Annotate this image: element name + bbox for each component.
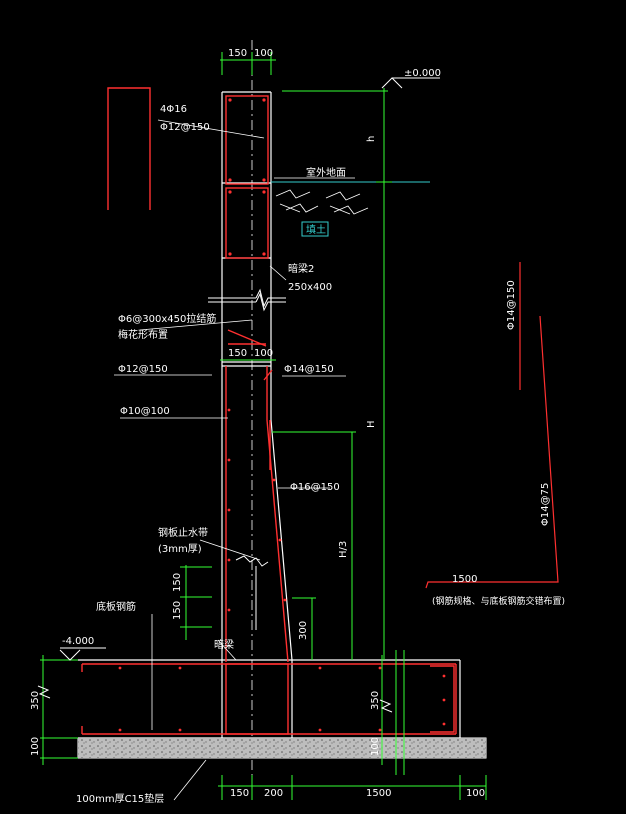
bottom-dim-100: 100 xyxy=(466,788,485,799)
tie-bar-1: Φ6@300x450拉结筋 xyxy=(118,312,216,325)
rebar-lines xyxy=(81,87,457,735)
dark-beam-2: 250x400 xyxy=(288,282,332,293)
dim-300: 300 xyxy=(298,621,309,640)
elevation-bottom: -4.000 xyxy=(62,636,94,647)
waterstop-1: 钢板止水带 xyxy=(158,526,208,539)
rebar-right-upper: Φ14@150 xyxy=(284,364,334,375)
labels-group: 150 100 ±0.000 4Φ16 Φ12@150 室外地面 填土 暗梁2 … xyxy=(30,48,565,805)
tie-bar-2: 梅花形布置 xyxy=(118,328,168,341)
hidden-beam-label: 暗梁 xyxy=(214,638,234,651)
side-dim-1500: 1500 xyxy=(452,574,477,585)
dim-H3: H/3 xyxy=(338,541,349,558)
bottom-dim-1500: 1500 xyxy=(366,788,391,799)
top-dim-right: 100 xyxy=(254,48,273,59)
concrete-cushion xyxy=(77,737,487,759)
cushion-label: 100mm厚C15垫层 xyxy=(76,792,164,805)
floor-rebar-label: 底板钢筋 xyxy=(96,600,136,613)
dim-350-left: 350 xyxy=(30,691,41,710)
leader-lines xyxy=(114,119,355,801)
dim-h: h xyxy=(366,136,377,142)
rebar-left-upper: Φ12@150 xyxy=(118,364,168,375)
rebar-right-mid: Φ16@150 xyxy=(290,482,340,493)
dim-100-right: 100 xyxy=(370,737,381,756)
dimension-lines xyxy=(40,52,487,800)
bottom-dim-200: 200 xyxy=(264,788,283,799)
dim-150-a: 150 xyxy=(172,573,183,592)
dim-350-right: 350 xyxy=(370,691,381,710)
side-note: (钢筋规格、与底板钢筋交错布置) xyxy=(432,595,565,607)
soil-hatch xyxy=(275,189,369,215)
elevation-top: ±0.000 xyxy=(404,68,441,79)
waterstop-plate xyxy=(235,555,269,630)
bottom-dim-150: 150 xyxy=(230,788,249,799)
side-rebar-2: Φ14@75 xyxy=(540,483,551,526)
rebar-left-mid: Φ10@100 xyxy=(120,406,170,417)
side-rebar-1: Φ14@150 xyxy=(506,280,517,330)
mid-dim-right: 100 xyxy=(254,348,273,359)
dim-150-b: 150 xyxy=(172,601,183,620)
rebar-top-1: 4Φ16 xyxy=(160,104,187,115)
dim-H: H xyxy=(366,420,377,428)
rebar-dots xyxy=(118,98,446,732)
rebar-top-2: Φ12@150 xyxy=(160,122,210,133)
side-rebar-detail xyxy=(425,262,559,589)
backfill-box xyxy=(301,221,329,237)
dim-100-left: 100 xyxy=(30,737,41,756)
outdoor-ground-label: 室外地面 xyxy=(306,166,346,179)
elevation-markers xyxy=(59,77,440,661)
dark-beam-1: 暗梁2 xyxy=(288,262,314,275)
waterstop-2: (3mm厚) xyxy=(158,543,202,555)
wall-break-symbol xyxy=(208,288,286,312)
backfill-label: 填土 xyxy=(306,223,326,236)
mid-dim-left: 150 xyxy=(228,348,247,359)
footing-break-marks xyxy=(37,685,393,713)
top-dim-left: 150 xyxy=(228,48,247,59)
